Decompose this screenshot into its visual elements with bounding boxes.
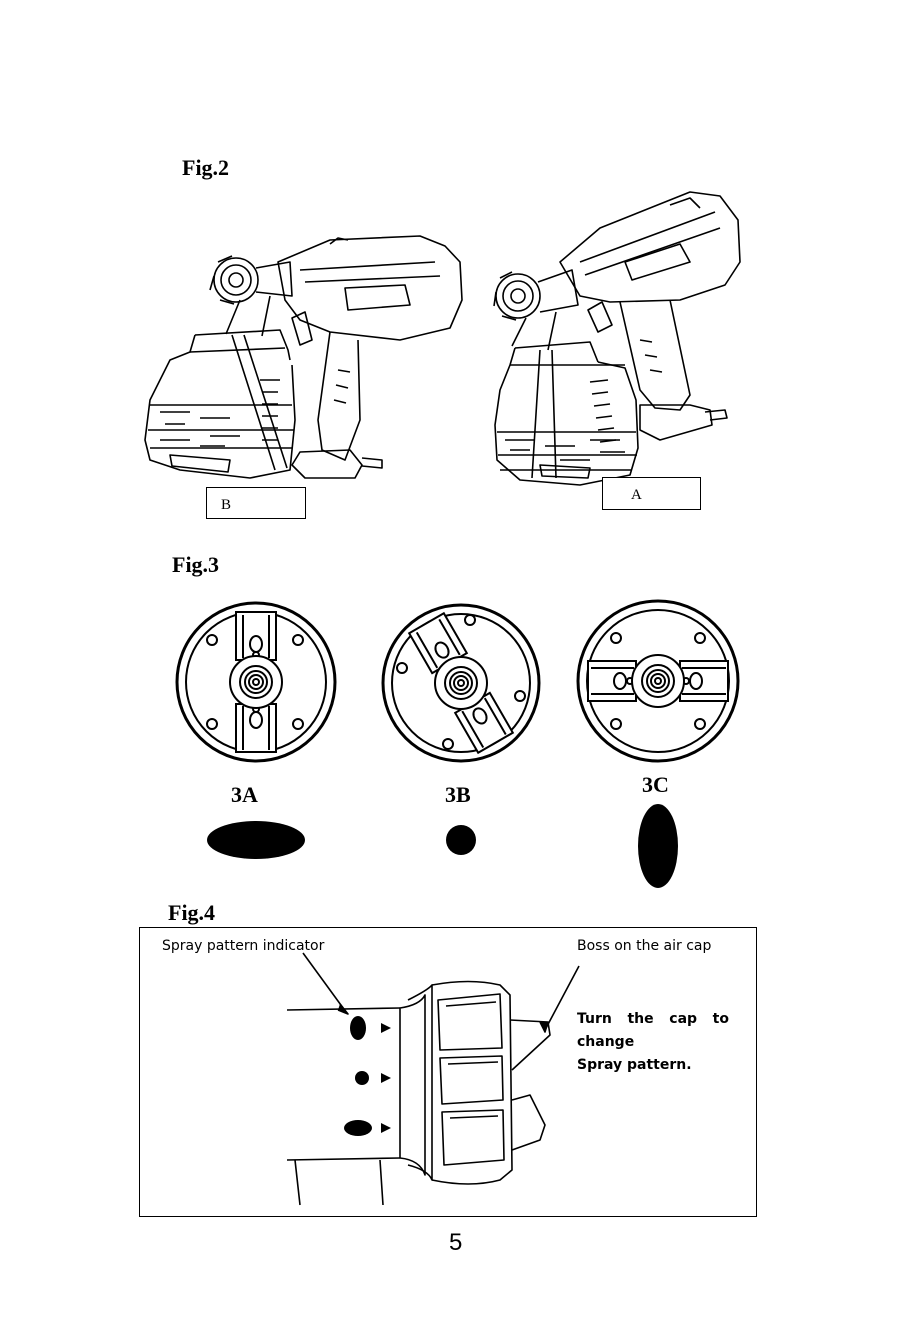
indicator-round-dot [355, 1071, 369, 1085]
indicator-vertical-oval [350, 1016, 366, 1040]
indicator-arrow-1 [381, 1023, 391, 1033]
indicator-arrow-3 [381, 1123, 391, 1133]
page-number: 5 [449, 1229, 462, 1257]
indicator-horizontal-oval [344, 1120, 372, 1136]
indicator-arrow-2 [381, 1073, 391, 1083]
